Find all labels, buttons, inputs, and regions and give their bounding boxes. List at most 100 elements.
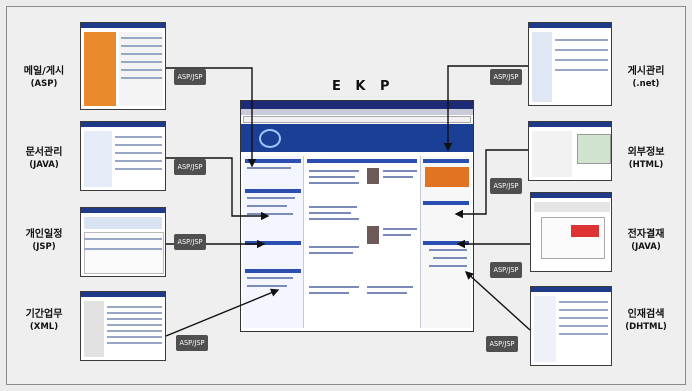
label-core-business: 기간업무 (XML)	[18, 309, 70, 333]
label-title: 인재검색	[627, 309, 665, 320]
label-sub: (XML)	[29, 322, 59, 332]
text-line	[429, 265, 467, 267]
text-line	[247, 277, 293, 279]
grid-row	[107, 318, 162, 320]
news-photo	[367, 226, 379, 244]
section-bar	[423, 201, 469, 205]
grid-row	[107, 342, 162, 344]
ekp-title: E K P	[332, 79, 395, 94]
toolbar-strip	[84, 217, 162, 229]
list-row	[121, 77, 162, 79]
portal-center-pane	[307, 156, 417, 328]
board-row	[555, 59, 608, 61]
text-line	[247, 197, 295, 199]
section-bar	[245, 159, 301, 163]
search-panel	[534, 296, 556, 362]
menu-panel	[532, 32, 552, 102]
label-title: 개인일정	[25, 229, 63, 240]
text-line	[383, 176, 413, 178]
doc-row	[115, 152, 162, 154]
list-row	[121, 37, 162, 39]
asp-jsp-badge: ASP/JSP	[174, 69, 206, 85]
label-sub: (JAVA)	[29, 160, 59, 170]
asp-jsp-badge: ASP/JSP	[490, 262, 522, 278]
text-line	[383, 228, 417, 230]
text-line	[383, 170, 417, 172]
board-row	[555, 69, 608, 71]
label-sub: (.net)	[632, 79, 660, 89]
section-bar	[245, 241, 301, 245]
browser-titlebar	[241, 101, 473, 109]
label-mail-board: 메일/게시 (ASP)	[18, 66, 70, 90]
orange-column	[84, 32, 116, 106]
asp-jsp-badge: ASP/JSP	[176, 335, 208, 351]
external-info-screen-icon	[528, 121, 612, 181]
board-management-screen-icon	[528, 22, 612, 106]
titlebar	[531, 193, 611, 198]
form-body	[541, 217, 605, 259]
label-title: 게시관리	[627, 66, 665, 77]
asp-jsp-badge: ASP/JSP	[174, 159, 206, 175]
text-line	[309, 212, 351, 214]
list-row	[121, 69, 162, 71]
label-document-mgmt: 문서관리 (JAVA)	[18, 147, 70, 171]
side-panel	[84, 301, 104, 357]
news-photo	[367, 168, 379, 184]
result-row	[559, 309, 608, 311]
portal-header	[241, 124, 473, 152]
browser-menubar	[241, 109, 473, 115]
doc-row	[115, 160, 162, 162]
grid-row	[107, 336, 162, 338]
text-line	[433, 257, 467, 259]
text-line	[367, 292, 407, 294]
portal-logo-icon	[259, 129, 281, 148]
grid-row	[107, 330, 162, 332]
label-external-info: 외부정보 (HTML)	[620, 147, 672, 171]
e-approval-screen-icon	[530, 192, 612, 272]
doc-row	[115, 136, 162, 138]
label-sub: (DHTML)	[625, 322, 667, 332]
talent-search-screen-icon	[530, 286, 612, 366]
result-row	[559, 317, 608, 319]
label-title: 기간업무	[25, 309, 63, 320]
doc-row	[115, 168, 162, 170]
titlebar	[529, 23, 611, 28]
text-line	[309, 246, 359, 248]
section-bar	[245, 189, 301, 193]
label-sub: (ASP)	[30, 79, 58, 89]
label-sub: (JSP)	[32, 242, 56, 252]
info-panel	[532, 131, 572, 177]
asp-jsp-badge: ASP/JSP	[486, 336, 518, 352]
label-e-approval: 전자결재 (JAVA)	[620, 229, 672, 253]
list-row	[121, 53, 162, 55]
label-title: 메일/게시	[23, 66, 65, 77]
text-line	[247, 285, 287, 287]
section-bar	[423, 159, 469, 163]
label-title: 전자결재	[627, 229, 665, 240]
list-row	[121, 45, 162, 47]
titlebar	[81, 208, 165, 213]
text-line	[429, 249, 467, 251]
result-row	[559, 333, 608, 335]
document-management-screen-icon	[80, 121, 166, 191]
text-line	[309, 286, 359, 288]
text-line	[309, 218, 359, 220]
result-row	[559, 301, 608, 303]
stamp	[571, 225, 599, 237]
chart-panel	[577, 134, 611, 164]
form-header	[534, 202, 610, 212]
list-row	[121, 61, 162, 63]
label-talent-search: 인재검색 (DHTML)	[620, 309, 672, 333]
board-row	[555, 49, 608, 51]
text-line	[309, 170, 359, 172]
address-bar	[243, 116, 471, 123]
label-board-mgmt: 게시관리 (.net)	[620, 66, 672, 90]
text-line	[309, 182, 359, 184]
text-line	[367, 286, 413, 288]
titlebar	[81, 292, 165, 297]
label-title: 외부정보	[627, 147, 665, 158]
board-row	[555, 39, 608, 41]
result-row	[559, 325, 608, 327]
doc-row	[115, 144, 162, 146]
text-line	[247, 167, 291, 169]
